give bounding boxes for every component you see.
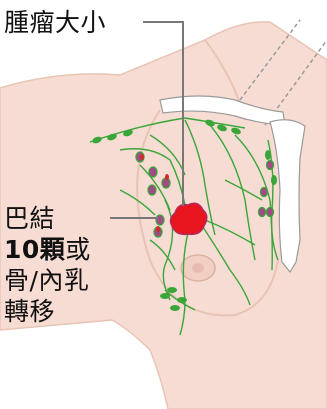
tumor-size-label: 腫瘤大小 (4, 8, 107, 37)
tumor-leader-line (143, 21, 184, 206)
tumor (169, 202, 208, 236)
node-or-text: 或 (65, 235, 91, 264)
node-label-line1: 巴結 (4, 204, 56, 233)
node-label-line3: 骨/內乳 (4, 266, 90, 295)
affected-lymph-nodes (135, 151, 275, 238)
red-lymph-nodes (140, 154, 169, 232)
sternum-bone (269, 119, 306, 274)
lymphatic-vessels (89, 117, 279, 336)
node-label-line4: 轉移 (4, 297, 56, 326)
small-lymph-nodes (92, 119, 277, 311)
node-label-line2: 10顆或 (4, 234, 91, 265)
node-count-text: 10顆 (4, 235, 66, 264)
nipple (192, 263, 204, 273)
